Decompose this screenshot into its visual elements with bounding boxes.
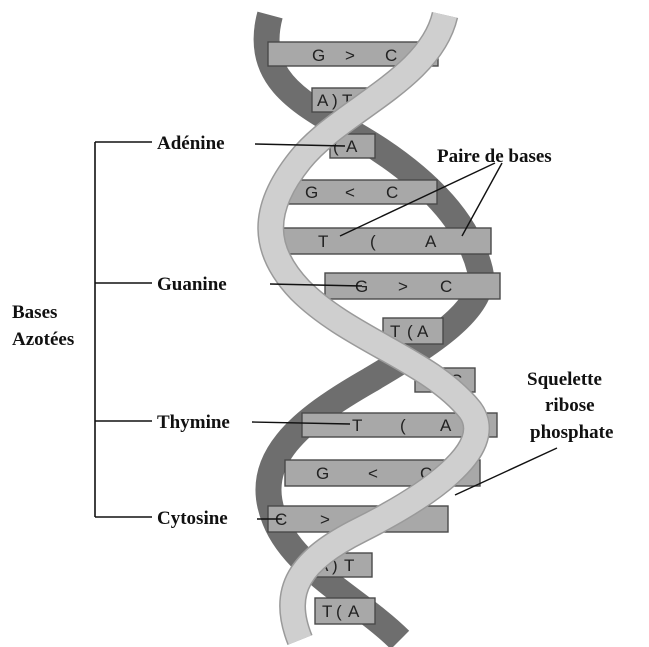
base-sep: < (345, 183, 355, 202)
base-right: C (440, 277, 452, 296)
base-sep: > (320, 510, 330, 529)
label-base-pair: Paire de bases (437, 146, 552, 167)
base-left: G (316, 464, 329, 483)
label-backbone-3: phosphate (530, 422, 613, 443)
label-cytosine: Cytosine (157, 508, 228, 529)
base-sep: > (398, 277, 408, 296)
label-bases: Bases (12, 302, 57, 323)
base-right: T (344, 556, 354, 575)
label-backbone-1: Squelette (527, 369, 602, 390)
base-left: T (322, 602, 332, 621)
base-left: T (318, 232, 328, 251)
base-sep: ( (336, 602, 342, 621)
base-left: T (352, 416, 362, 435)
label-thymine: Thymine (157, 412, 230, 433)
label-azotees: Azotées (12, 329, 74, 350)
base-left: G (305, 183, 318, 202)
base-right: A (348, 602, 360, 621)
base-sep: ( (400, 416, 406, 435)
base-sep: < (368, 464, 378, 483)
base-sep: ( (370, 232, 376, 251)
label-adenine: Adénine (157, 133, 225, 154)
base-sep: > (345, 46, 355, 65)
base-sep: ) (332, 91, 338, 110)
bases-bracket (95, 142, 152, 517)
base-right: A (440, 416, 452, 435)
base-right: C (385, 46, 397, 65)
base-left: G (312, 46, 325, 65)
base-sep: ( (407, 322, 413, 341)
base-pair: T ( A (315, 598, 375, 624)
base-right: A (346, 137, 358, 156)
base-left: A (317, 91, 329, 110)
base-right: A (425, 232, 437, 251)
label-guanine: Guanine (157, 274, 227, 295)
label-backbone-2: ribose (545, 395, 595, 416)
base-right: A (417, 322, 429, 341)
base-right: C (386, 183, 398, 202)
base-pair: T ( A (276, 228, 491, 254)
